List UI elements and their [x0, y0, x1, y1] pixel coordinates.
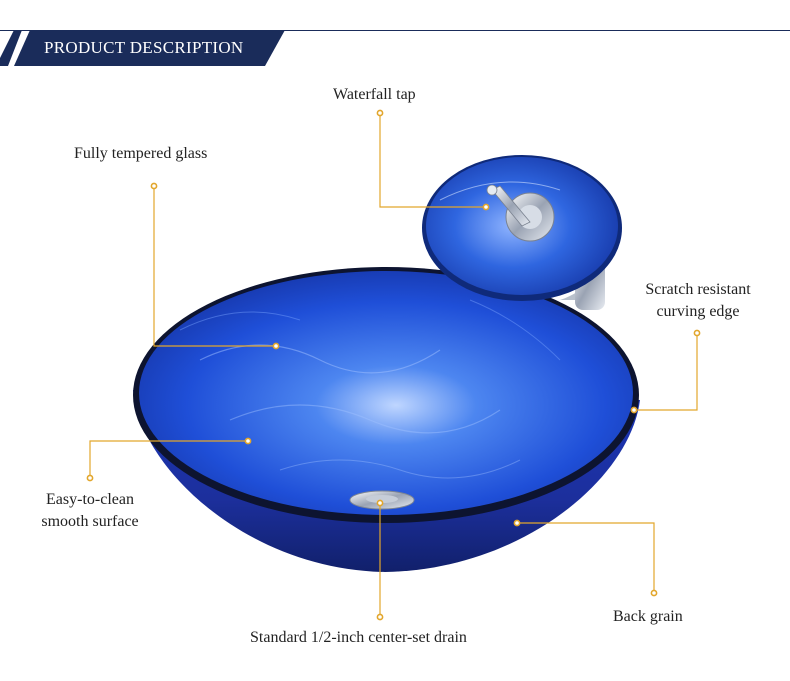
callout-drain: Standard 1/2-inch center-set drain — [250, 629, 467, 646]
header-rule — [0, 30, 790, 31]
callout-dot — [86, 474, 94, 482]
callout-tempered-glass: Fully tempered glass — [74, 145, 208, 162]
callout-dot — [650, 589, 658, 597]
callout-scratch-edge-line1: Scratch resistant — [645, 281, 751, 298]
header-banner — [0, 30, 285, 66]
callout-dot — [272, 342, 280, 350]
callout-line-easy — [89, 440, 248, 478]
callout-dot — [693, 329, 701, 337]
waterfall-tap — [422, 155, 622, 310]
callout-back-grain: Back grain — [613, 608, 683, 625]
callout-waterfall-tap: Waterfall tap — [333, 86, 416, 103]
bowl — [133, 267, 640, 572]
callout-dots — [86, 109, 701, 621]
section-title: PRODUCT DESCRIPTION — [44, 38, 244, 57]
callout-dot — [482, 203, 490, 211]
callout-dot — [376, 109, 384, 117]
callout-dot — [150, 182, 158, 190]
callout-easy-clean-line1: Easy-to-clean — [46, 491, 134, 508]
callout-lines — [89, 113, 698, 617]
callout-line-scratch — [634, 333, 698, 411]
callout-dot — [376, 613, 384, 621]
callout-dot — [376, 499, 384, 507]
callout-dot — [630, 406, 638, 414]
callout-dot — [513, 519, 521, 527]
callout-line-back — [517, 522, 655, 593]
callout-line-tempered — [153, 186, 276, 347]
drain — [349, 490, 415, 510]
callout-scratch-edge: Scratch resistant curving edge — [630, 279, 766, 323]
callout-dot — [244, 437, 252, 445]
callout-line-waterfall — [379, 113, 486, 208]
callout-easy-clean: Easy-to-clean smooth surface — [24, 489, 156, 533]
callout-scratch-edge-line2: curving edge — [656, 303, 740, 320]
callout-easy-clean-line2: smooth surface — [41, 513, 139, 530]
